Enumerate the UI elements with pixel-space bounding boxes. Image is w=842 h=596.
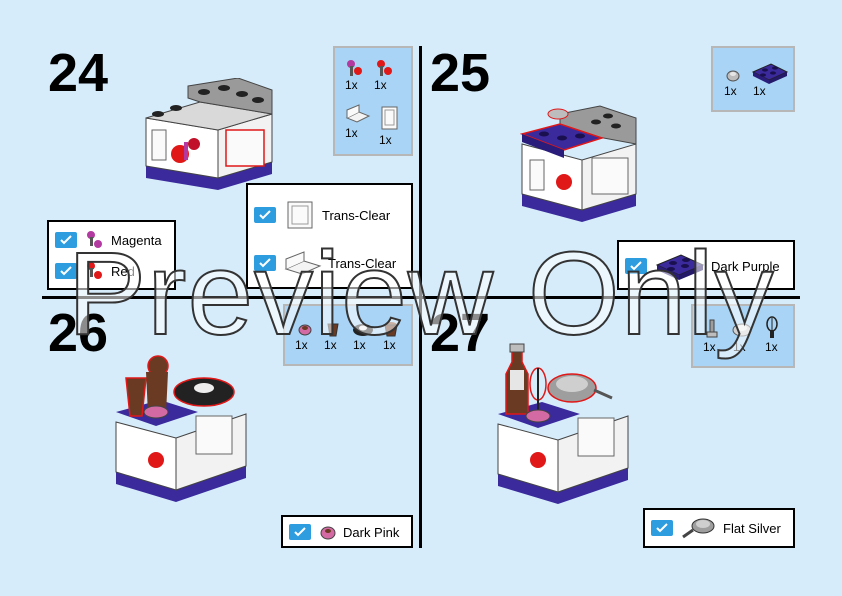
part-qty: 1x bbox=[765, 340, 778, 354]
red-technic-joint-icon bbox=[377, 60, 392, 76]
color-legend-step-24: Magenta Red bbox=[47, 220, 176, 290]
legend-row-dark-pink: Dark Pink bbox=[289, 520, 399, 544]
parts-box-step-27: 1x 1x 1x bbox=[691, 304, 795, 368]
black-round-tile-icon bbox=[353, 324, 373, 336]
trans-clear-panel-icon bbox=[287, 201, 313, 229]
step-number-27: 27 bbox=[430, 303, 491, 363]
brown-cone-icon bbox=[327, 323, 339, 337]
model-step-25 bbox=[520, 105, 637, 222]
part-qty: 1x bbox=[383, 338, 396, 352]
color-legend-step-26: Dark Pink bbox=[281, 515, 413, 548]
part-qty: 1x bbox=[753, 84, 766, 98]
part-qty: 1x bbox=[345, 78, 358, 92]
parts-box-step-25: 1x 1x bbox=[711, 46, 795, 112]
step-number-26: 26 bbox=[48, 303, 109, 363]
dark-pink-round-piece-icon bbox=[320, 526, 336, 540]
black-whisk-icon bbox=[766, 316, 778, 338]
legend-label: Red bbox=[111, 263, 135, 279]
legend-row-magenta: Magenta bbox=[55, 228, 162, 252]
red-technic-joint-icon bbox=[87, 262, 102, 279]
check-icon bbox=[254, 207, 276, 223]
part-qty: 1x bbox=[379, 133, 392, 147]
silver-dish-icon bbox=[732, 323, 752, 337]
color-legend-step-27: Flat Silver bbox=[643, 508, 795, 548]
model-step-26 bbox=[115, 355, 247, 502]
part-qty: 1x bbox=[374, 78, 387, 92]
legend-row-dark-purple: Dark Purple bbox=[625, 254, 780, 280]
magenta-technic-joint-icon bbox=[347, 60, 362, 76]
model-step-24 bbox=[145, 78, 273, 190]
trans-clear-panel-icon bbox=[381, 106, 398, 130]
legend-row-trans-clear-bracket: Trans-Clear bbox=[254, 251, 396, 275]
color-legend-trans-clear: Trans-Clear Trans-Clear bbox=[246, 183, 413, 289]
silver-tap-icon bbox=[706, 319, 718, 338]
part-qty: 1x bbox=[724, 84, 737, 98]
legend-row-trans-clear-panel: Trans-Clear bbox=[254, 201, 391, 229]
parts-box-step-26: 1x 1x 1x 1x bbox=[283, 304, 413, 366]
silver-round-stud-icon bbox=[726, 70, 740, 82]
part-qty: 1x bbox=[703, 340, 716, 354]
legend-label: Trans-Clear bbox=[322, 207, 391, 223]
check-icon bbox=[55, 232, 77, 248]
color-legend-step-25: Dark Purple bbox=[617, 240, 795, 290]
step-number-24: 24 bbox=[48, 43, 109, 103]
check-icon bbox=[254, 255, 276, 271]
part-qty: 1x bbox=[353, 338, 366, 352]
dark-purple-plate-2x2-icon bbox=[655, 254, 705, 280]
magenta-technic-joint-icon bbox=[87, 231, 102, 248]
legend-label: Dark Purple bbox=[711, 258, 780, 274]
legend-label: Flat Silver bbox=[723, 520, 781, 536]
flat-silver-pan-icon bbox=[682, 518, 715, 539]
part-qty: 1x bbox=[324, 338, 337, 352]
parts-box-step-24: 1x 1x 1x 1x bbox=[333, 46, 413, 156]
legend-row-red: Red bbox=[55, 259, 135, 283]
trans-clear-bracket-icon bbox=[345, 104, 371, 123]
part-qty: 1x bbox=[733, 340, 746, 354]
dark-purple-plate-2x2-icon bbox=[751, 63, 789, 84]
model-step-27 bbox=[497, 343, 629, 504]
brown-cup-icon bbox=[384, 322, 398, 337]
step-number-25: 25 bbox=[430, 43, 491, 103]
legend-label: Dark Pink bbox=[343, 524, 400, 540]
check-icon bbox=[651, 520, 673, 536]
dark-pink-round-piece-icon bbox=[298, 324, 312, 336]
trans-clear-bracket-icon bbox=[284, 251, 322, 275]
check-icon bbox=[625, 258, 647, 274]
legend-row-flat-silver: Flat Silver bbox=[651, 516, 781, 540]
horizontal-divider bbox=[42, 296, 800, 299]
check-icon bbox=[289, 524, 311, 540]
legend-label: Magenta bbox=[111, 232, 162, 248]
part-qty: 1x bbox=[295, 338, 308, 352]
legend-label: Trans-Clear bbox=[328, 255, 397, 271]
part-qty: 1x bbox=[345, 126, 358, 140]
check-icon bbox=[55, 263, 77, 279]
